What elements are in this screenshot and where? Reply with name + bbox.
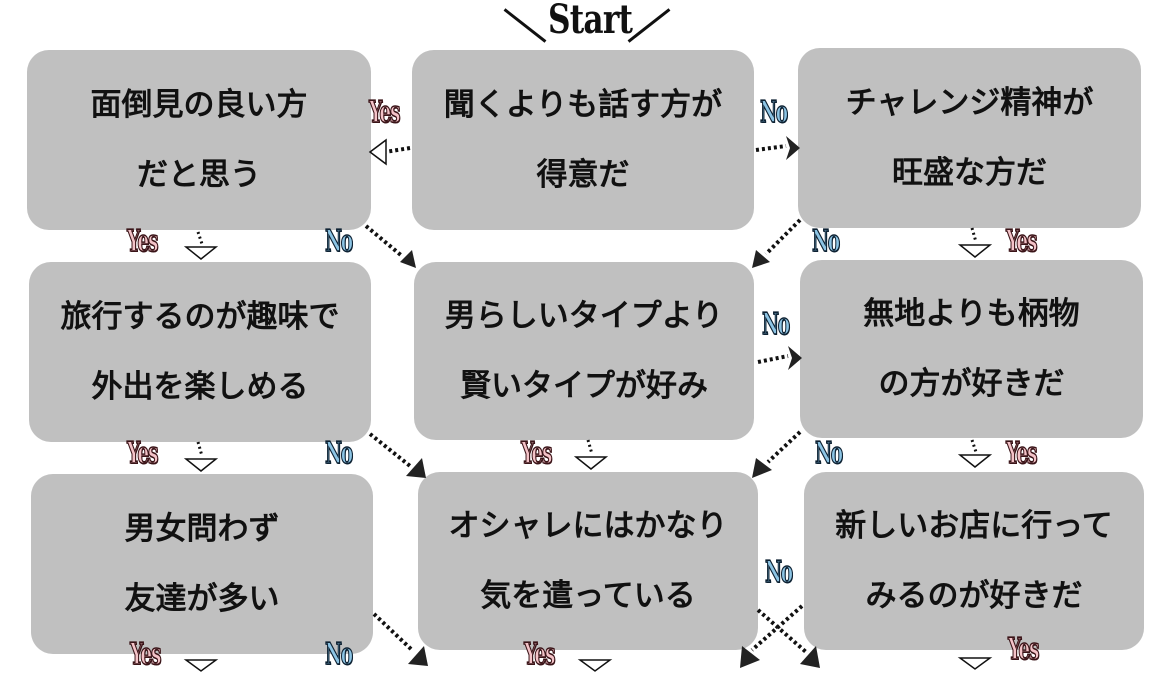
- arrow-q9-yes: [957, 657, 993, 670]
- solid-arrowhead-diag-icon: [800, 646, 820, 668]
- arrow-q7-no: [372, 612, 428, 666]
- hollow-arrowhead-left-icon: [368, 138, 387, 166]
- arrow-q9-no-crossing: [740, 604, 820, 668]
- hollow-arrowhead-down-icon: [957, 454, 993, 468]
- question-box-6: 無地よりも柄物 の方が好きだ: [800, 260, 1143, 438]
- question-1-line-2: だと思う: [137, 157, 261, 193]
- hollow-arrowhead-down-icon: [183, 659, 219, 672]
- no-label-q2-right: No: [759, 95, 788, 130]
- arrow-q7-yes: [183, 659, 219, 672]
- question-7-line-2: 友達が多い: [124, 581, 280, 617]
- question-8-line-2: 気を遣っている: [480, 578, 696, 614]
- hollow-arrowhead-down-icon: [577, 659, 613, 672]
- question-2-line-1: 聞くよりも話す方が: [443, 87, 723, 123]
- question-5-line-1: 男らしいタイプより: [444, 298, 724, 334]
- arrow-q4-to-q8: [368, 432, 426, 478]
- solid-arrowhead-right-icon: [786, 136, 800, 160]
- question-7-line-1: 男女問わず: [124, 511, 280, 547]
- arrow-q1-to-q5: [364, 224, 416, 268]
- yes-label-q3-down: Yes: [1006, 224, 1038, 259]
- question-box-1: 面倒見の良い方 だと思う: [27, 50, 371, 230]
- start-title: Start: [497, 0, 677, 54]
- hollow-arrowhead-down-icon: [573, 456, 609, 470]
- arrow-q2-to-q1: [368, 138, 411, 166]
- no-label-q9-left: No: [764, 555, 793, 590]
- question-box-5: 男らしいタイプより 賢いタイプが好み: [414, 262, 754, 440]
- question-box-9: 新しいお店に行って みるのが好きだ: [804, 472, 1144, 650]
- question-4-line-1: 旅行するのが趣味で: [60, 299, 340, 335]
- yes-label-q4-down: Yes: [127, 436, 159, 471]
- no-label-q4-diag: No: [324, 436, 353, 471]
- question-1-line-1: 面倒見の良い方: [90, 87, 308, 123]
- hollow-arrowhead-down-icon: [183, 458, 219, 472]
- arrow-q3-to-q6: [957, 227, 993, 258]
- solid-arrowhead-diag-icon: [408, 646, 428, 666]
- question-box-4: 旅行するのが趣味で 外出を楽しめる: [29, 262, 371, 442]
- no-label-q1-diag: No: [324, 224, 353, 259]
- question-3-line-2: 旺盛な方だ: [892, 155, 1047, 191]
- question-2-line-2: 得意だ: [536, 157, 630, 193]
- arrow-q4-to-q7: [183, 441, 219, 472]
- arrow-q2-to-q3: [755, 136, 800, 160]
- solid-arrowhead-right-icon: [788, 346, 802, 370]
- question-box-7: 男女問わず 友達が多い: [31, 474, 373, 654]
- hollow-arrowhead-down-icon: [183, 246, 219, 260]
- solid-arrowhead-diag-icon: [740, 646, 760, 668]
- question-5-line-2: 賢いタイプが好み: [460, 368, 708, 404]
- arrow-q5-to-q6: [757, 346, 802, 370]
- question-8-line-1: オシャレにはかなり: [448, 508, 728, 544]
- solid-arrowhead-diag-icon: [752, 250, 770, 268]
- arrow-q6-to-q9: [957, 439, 993, 468]
- no-label-q5-right: No: [761, 307, 790, 342]
- arrow-q5-to-q8: [573, 439, 609, 470]
- yes-label-q1-down: Yes: [127, 224, 159, 259]
- yes-label-q9-down: Yes: [1008, 632, 1040, 667]
- question-box-3: チャレンジ精神が 旺盛な方だ: [798, 48, 1141, 228]
- yes-label-q6-down: Yes: [1006, 436, 1038, 471]
- solid-arrowhead-diag-icon: [752, 458, 772, 478]
- no-label-q3-diag: No: [811, 224, 840, 259]
- arrow-q3-to-q5: [752, 218, 802, 268]
- question-6-line-1: 無地よりも柄物: [863, 296, 1080, 332]
- arrow-q1-to-q4: [183, 231, 219, 260]
- no-label-q6-diag: No: [814, 436, 843, 471]
- question-9-line-2: みるのが好きだ: [865, 578, 1083, 614]
- solid-arrowhead-diag-icon: [406, 458, 426, 478]
- arrow-q8-yes: [577, 659, 613, 672]
- arrow-q6-to-q8: [752, 430, 802, 478]
- question-3-line-1: チャレンジ精神が: [845, 85, 1094, 121]
- yes-label-q5-down: Yes: [521, 436, 553, 471]
- hollow-arrowhead-down-icon: [957, 657, 993, 670]
- question-box-8: オシャレにはかなり 気を遣っている: [418, 472, 758, 650]
- question-6-line-2: の方が好きだ: [878, 366, 1065, 402]
- yes-label-q7-down: Yes: [130, 637, 162, 672]
- question-9-line-1: 新しいお店に行って: [835, 508, 1113, 544]
- question-box-2: 聞くよりも話す方が 得意だ: [412, 50, 754, 230]
- yes-label-q8-down: Yes: [524, 637, 556, 672]
- start-label: Start: [548, 0, 633, 43]
- no-label-q7-diag: No: [324, 637, 353, 672]
- hollow-arrowhead-down-icon: [957, 244, 993, 258]
- solid-arrowhead-diag-icon: [400, 250, 416, 268]
- yes-label-q2-left: Yes: [369, 95, 401, 130]
- question-4-line-2: 外出を楽しめる: [91, 369, 309, 405]
